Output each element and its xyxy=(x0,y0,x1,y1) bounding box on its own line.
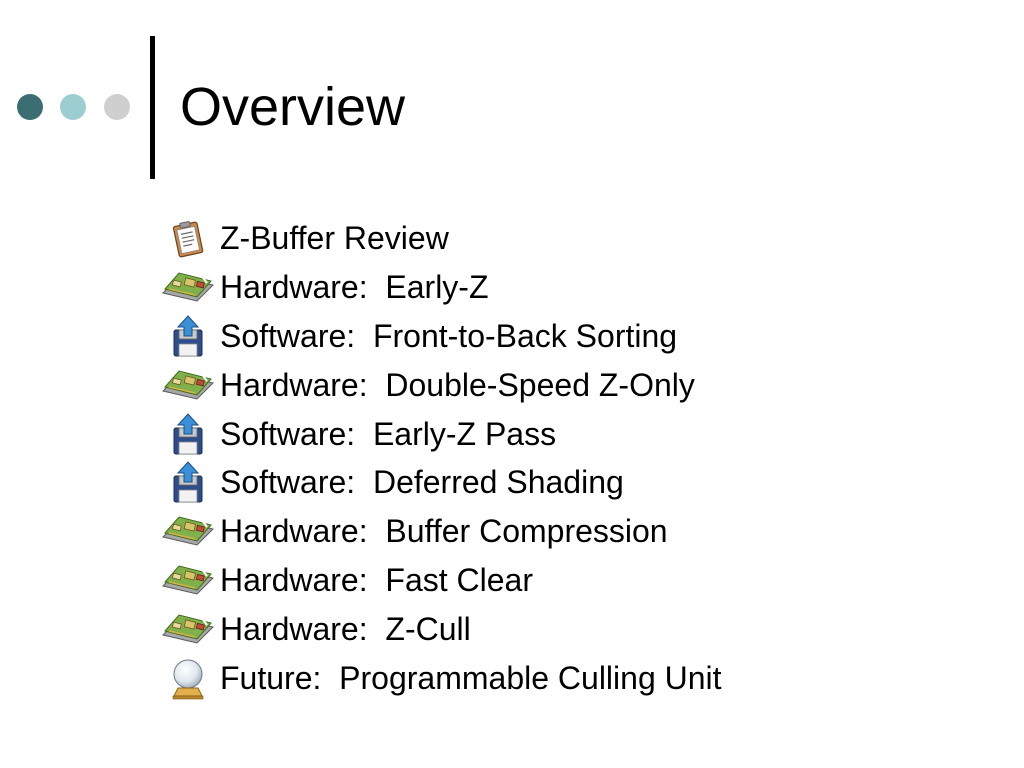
circuit-board-icon xyxy=(160,265,216,309)
decorative-dot-dark xyxy=(17,94,43,120)
bullet-text: Software: Deferred Shading xyxy=(220,464,624,501)
bullet-item: Hardware: Buffer Compression xyxy=(160,507,722,556)
bullet-text: Future: Programmable Culling Unit xyxy=(220,659,722,696)
floppy-disk-icon xyxy=(160,314,216,358)
bullet-text: Hardware: Buffer Compression xyxy=(220,513,668,550)
bullet-text: Hardware: Z-Cull xyxy=(220,610,471,647)
bullet-list: Z-Buffer Review Hardware: Early-Z xyxy=(160,214,722,702)
bullet-text: Z-Buffer Review xyxy=(220,220,449,257)
floppy-disk-icon xyxy=(160,460,216,504)
circuit-board-icon xyxy=(160,607,216,651)
circuit-board-icon xyxy=(160,558,216,602)
bullet-item: Hardware: Fast Clear xyxy=(160,556,722,605)
circuit-board-icon xyxy=(160,509,216,553)
clipboard-icon xyxy=(160,216,216,260)
circuit-board-icon xyxy=(160,363,216,407)
bullet-item: Software: Deferred Shading xyxy=(160,458,722,507)
bullet-text: Hardware: Early-Z xyxy=(220,269,489,306)
bullet-text: Software: Front-to-Back Sorting xyxy=(220,317,678,354)
bullet-item: Z-Buffer Review xyxy=(160,214,722,263)
decorative-dot-gray xyxy=(104,94,130,120)
bullet-item: Software: Front-to-Back Sorting xyxy=(160,312,722,361)
bullet-item: Hardware: Double-Speed Z-Only xyxy=(160,360,722,409)
bullet-text: Hardware: Double-Speed Z-Only xyxy=(220,366,695,403)
slide-title: Overview xyxy=(180,77,406,137)
crystal-ball-icon xyxy=(160,656,216,700)
bullet-item: Future: Programmable Culling Unit xyxy=(160,653,722,702)
decorative-dot-light xyxy=(60,94,86,120)
title-divider-line xyxy=(150,36,155,179)
bullet-item: Software: Early-Z Pass xyxy=(160,409,722,458)
bullet-item: Hardware: Z-Cull xyxy=(160,604,722,653)
bullet-text: Hardware: Fast Clear xyxy=(220,561,533,598)
bullet-text: Software: Early-Z Pass xyxy=(220,415,557,452)
floppy-disk-icon xyxy=(160,412,216,456)
bullet-item: Hardware: Early-Z xyxy=(160,263,722,312)
